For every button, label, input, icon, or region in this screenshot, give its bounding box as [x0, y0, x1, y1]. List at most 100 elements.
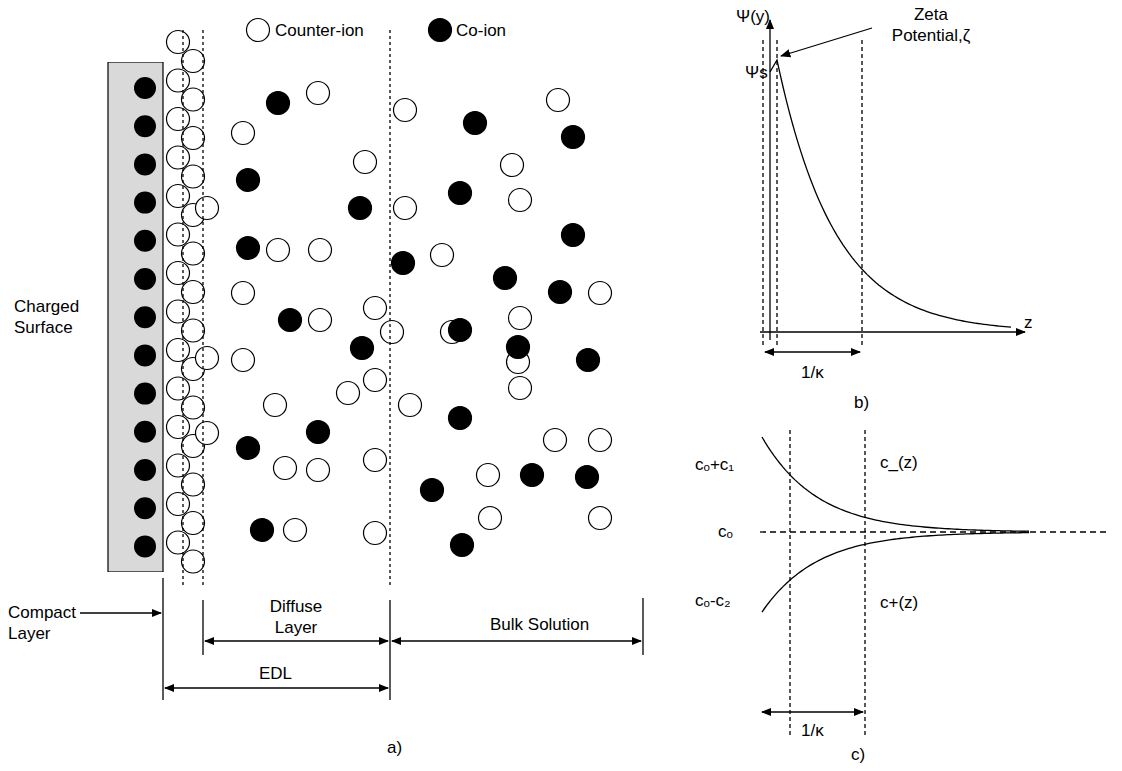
concentration-curve: [762, 437, 1029, 531]
region-label: Bulk Solution: [490, 614, 589, 635]
axis-label: Ψs: [745, 62, 768, 83]
counter-ion: [167, 31, 190, 54]
counter-ion: [182, 50, 205, 73]
counter-ion: [167, 339, 190, 362]
dimension-tick: [162, 578, 163, 700]
legend-text: Co-ion: [456, 20, 506, 41]
dimension-arrow: [392, 640, 641, 641]
co-ion: [451, 534, 474, 557]
dimension-arrow: [765, 351, 860, 352]
counter-ion: [307, 82, 330, 105]
co-ion: [549, 281, 572, 304]
surface-charge: [134, 306, 156, 328]
counter-ion: [394, 197, 417, 220]
co-ion: [507, 336, 530, 359]
counter-ion: [307, 459, 330, 482]
legend-text: Counter-ion: [275, 20, 364, 41]
surface-charge: [134, 497, 156, 519]
compact-boundary: [182, 30, 183, 585]
co-ion: [267, 92, 290, 115]
counter-ion: [182, 473, 205, 496]
surface-charge: [134, 421, 156, 443]
counter-ion: [167, 377, 190, 400]
counter-ion: [196, 197, 219, 220]
axis-label: z: [1024, 312, 1033, 333]
counter-ion: [167, 493, 190, 516]
region-label: Compact Layer: [8, 602, 83, 645]
surface-plate: [10, 62, 165, 572]
region-label: b): [854, 392, 869, 413]
counter-ion: [547, 89, 570, 112]
axis-label: Zeta Potential,ζ: [876, 4, 986, 47]
counter-ion: [284, 519, 307, 542]
counter-ion: [364, 449, 387, 472]
axis-label: cₒ+c₁: [695, 454, 734, 475]
counter-ion: [167, 69, 190, 92]
counter-ion: [264, 394, 287, 417]
counter-ion: [509, 189, 532, 212]
counter-ion: [399, 394, 422, 417]
counter-ion: [167, 262, 190, 285]
counter-ion: [232, 282, 255, 305]
co-ion: [449, 182, 472, 205]
co-ion: [279, 309, 302, 332]
counter-ion: [182, 165, 205, 188]
co-ion: [351, 337, 374, 360]
dimension-arrow: [165, 687, 388, 688]
counter-ion: [167, 108, 190, 131]
counter-ion: [182, 242, 205, 265]
co-ion: [237, 169, 260, 192]
legend-sample: [429, 19, 452, 42]
counter-ion: [167, 531, 190, 554]
co-ion: [449, 319, 472, 342]
co-ion: [392, 252, 415, 275]
counter-ion: [509, 307, 532, 330]
surface-charge: [134, 115, 156, 137]
co-ion: [521, 464, 544, 487]
co-ion: [349, 197, 372, 220]
debye-line: [861, 40, 862, 345]
bulk-line: [760, 531, 1110, 532]
counter-ion: [589, 282, 612, 305]
axis-label: 1/κ: [801, 362, 824, 383]
surface-charge: [134, 153, 156, 175]
counter-ion: [309, 309, 332, 332]
axis-label: cₒ-c₂: [695, 590, 731, 611]
dimension-arrow: [205, 640, 388, 641]
counter-ion: [337, 382, 360, 405]
co-ion: [237, 437, 260, 460]
co-ion: [576, 466, 599, 489]
region-label: c): [851, 744, 865, 765]
surface-charge: [134, 344, 156, 366]
counter-ion: [182, 88, 205, 111]
counter-ion: [167, 416, 190, 439]
counter-ion: [479, 507, 502, 530]
co-ion: [251, 519, 274, 542]
counter-ion: [167, 300, 190, 323]
counter-ion: [167, 185, 190, 208]
axis-label: Ψ(y): [736, 6, 770, 27]
counter-ion: [167, 454, 190, 477]
counter-ion: [431, 244, 454, 267]
surface-charge: [134, 268, 156, 290]
compact-boundary: [202, 30, 203, 585]
co-ion: [421, 479, 444, 502]
dimension-arrow: [762, 711, 863, 712]
counter-ion: [182, 512, 205, 535]
co-ion: [449, 407, 472, 430]
counter-ion: [267, 239, 290, 262]
leader-arrow: [781, 28, 872, 56]
counter-ion: [309, 239, 332, 262]
co-ion: [577, 349, 600, 372]
counter-ion: [354, 151, 377, 174]
counter-ion: [501, 154, 524, 177]
counter-ion: [167, 146, 190, 169]
surface-charge: [134, 192, 156, 214]
co-ion: [494, 267, 517, 290]
debye-line: [864, 430, 865, 735]
surface-charge: [134, 230, 156, 252]
charged-surface: Charged Surface: [10, 62, 165, 572]
surface-plate: [108, 62, 163, 572]
dimension-tick: [202, 600, 203, 655]
